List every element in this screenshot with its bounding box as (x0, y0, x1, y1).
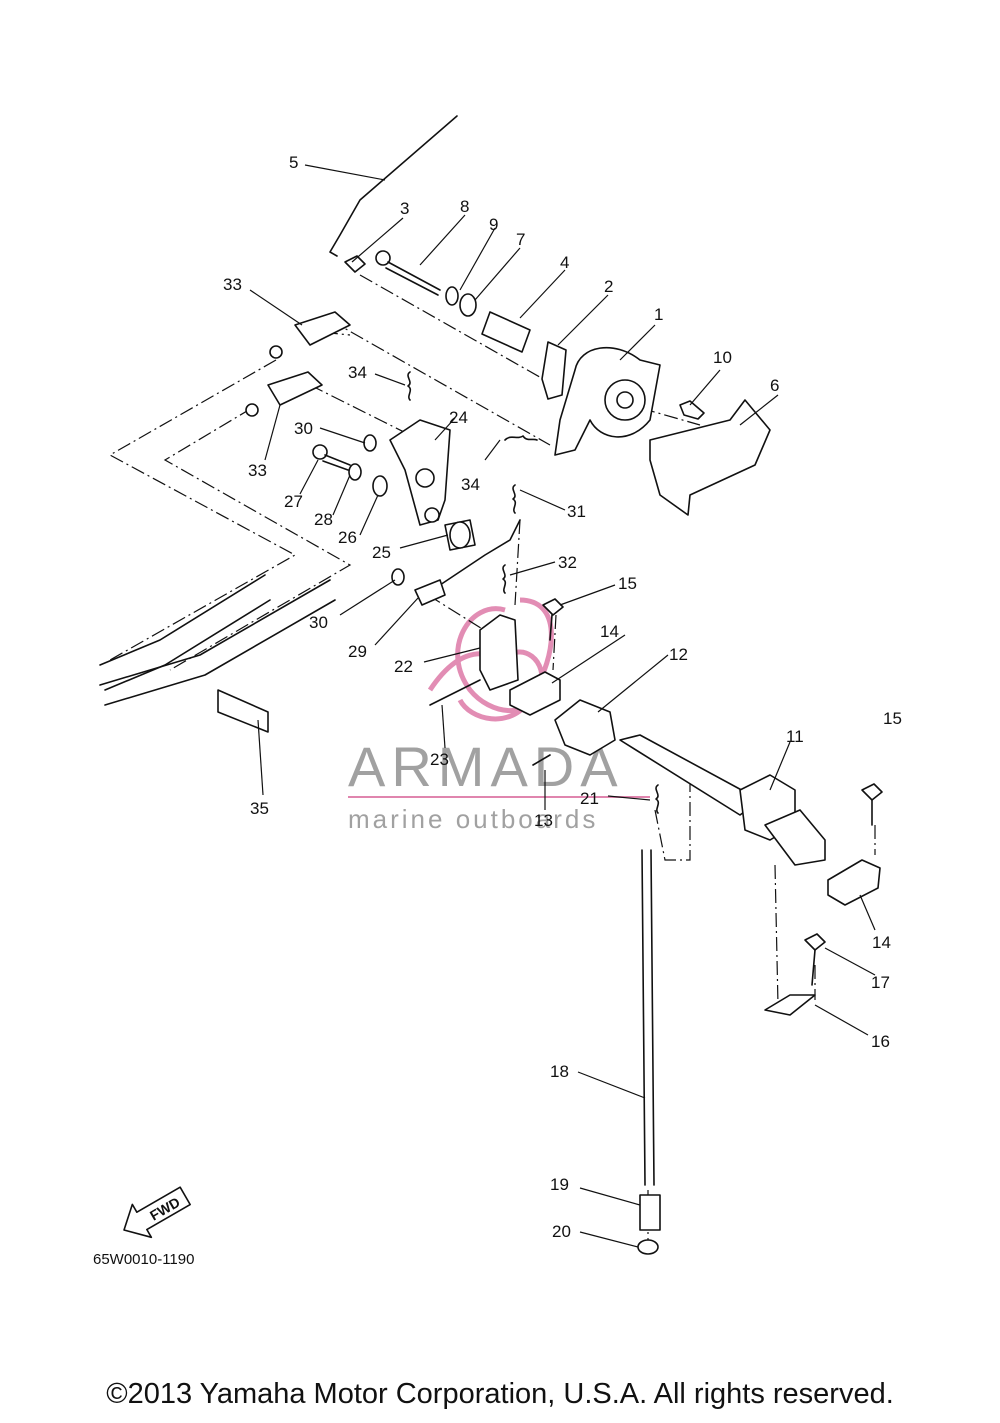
clip-32 (502, 564, 507, 594)
bolt-27 (312, 444, 351, 471)
link-joint-3 (344, 255, 366, 273)
link-end-33-upper (294, 311, 351, 346)
callout-12: 12 (669, 645, 688, 664)
link-end-33-lower (267, 371, 323, 406)
callout-8: 8 (460, 197, 469, 216)
throttle-cam-1 (554, 346, 661, 456)
nut-33-lower (245, 403, 259, 417)
leader-lines (249, 164, 876, 1248)
parts (99, 115, 883, 1255)
callout-28: 28 (314, 510, 333, 529)
clip-34-lower (504, 435, 538, 441)
callout-22: 22 (394, 657, 413, 676)
clamp-14-right (827, 859, 881, 906)
callout-11: 11 (786, 727, 804, 746)
callout-25: 25 (372, 543, 391, 562)
callout-17: 17 (871, 973, 890, 992)
pin-23 (429, 679, 481, 706)
callout-1: 1 (654, 305, 663, 324)
watermark-tagline: marine outboards (348, 804, 598, 834)
washer-28 (348, 463, 362, 481)
shift-shaft-11 (619, 734, 826, 866)
bolt-10 (679, 400, 705, 420)
control-cables (99, 574, 336, 706)
fwd-arrow-icon: FWD (123, 1186, 191, 1239)
clip-34-upper (407, 371, 412, 401)
callout-16: 16 (871, 1032, 890, 1051)
callout-13: 13 (534, 811, 553, 830)
callout-35: 35 (250, 799, 269, 818)
callout-3: 3 (400, 199, 409, 218)
callout-9: 9 (489, 215, 498, 234)
callout-14-right: 14 (872, 933, 891, 952)
bolt-8 (375, 250, 441, 296)
callout-6: 6 (770, 376, 779, 395)
callout-19: 19 (550, 1175, 569, 1194)
shift-rod-18 (641, 849, 655, 1186)
nut-20 (637, 1239, 659, 1255)
callout-14-upper: 14 (600, 622, 619, 641)
callout-15-right: 15 (883, 709, 902, 728)
washer-9 (445, 286, 459, 306)
collar-19 (639, 1194, 661, 1231)
throttle-rod-5 (329, 115, 458, 257)
drawing-code: 65W0010-1190 (93, 1251, 194, 1268)
washer-30-lower (391, 568, 405, 586)
callout-32: 32 (558, 553, 577, 572)
joint-29 (414, 579, 446, 606)
washer-7 (459, 293, 477, 317)
callout-10: 10 (713, 348, 732, 367)
callout-33-upper: 33 (223, 275, 242, 294)
callout-30-upper: 30 (294, 419, 313, 438)
callout-4: 4 (560, 253, 569, 272)
bracket-2 (541, 341, 567, 400)
bracket-6 (649, 399, 771, 516)
bolt-15-upper (542, 598, 564, 641)
callout-29: 29 (348, 642, 367, 661)
washer-30-upper (363, 434, 377, 452)
bolt-15-right (861, 783, 883, 826)
callout-2: 2 (604, 277, 613, 296)
plate-16 (764, 994, 816, 1016)
shift-lever-12 (554, 699, 616, 756)
link-rod (439, 519, 521, 586)
lever-22 (479, 614, 519, 691)
callout-20: 20 (552, 1222, 571, 1241)
nut-33-upper (269, 345, 283, 359)
callout-7: 7 (516, 230, 525, 249)
label-35 (217, 689, 269, 733)
callout-26: 26 (338, 528, 357, 547)
clip-21 (655, 784, 660, 814)
callout-31: 31 (567, 502, 586, 521)
callout-33-lower: 33 (248, 461, 267, 480)
callout-15-upper: 15 (618, 574, 637, 593)
callout-34-lower: 34 (461, 475, 480, 494)
callout-21: 21 (580, 789, 599, 808)
callout-23: 23 (430, 750, 449, 769)
clip-31 (512, 484, 517, 514)
callout-34-upper: 34 (348, 363, 367, 382)
copyright-notice: ©2013 Yamaha Motor Corporation, U.S.A. A… (106, 1378, 894, 1410)
bolt-17 (804, 933, 826, 986)
washer-26 (372, 475, 388, 497)
collar-25 (444, 519, 476, 551)
clamp-14-upper (509, 671, 561, 716)
callout-30-lower: 30 (309, 613, 328, 632)
collar-4 (481, 311, 531, 353)
callout-24: 24 (449, 408, 468, 427)
callout-5: 5 (289, 153, 298, 172)
pin-13 (532, 754, 551, 766)
callout-27: 27 (284, 492, 303, 511)
callout-labels: 1 2 3 4 5 6 7 8 9 10 11 12 13 14 14 15 1… (223, 153, 902, 1241)
callout-18: 18 (550, 1062, 569, 1081)
